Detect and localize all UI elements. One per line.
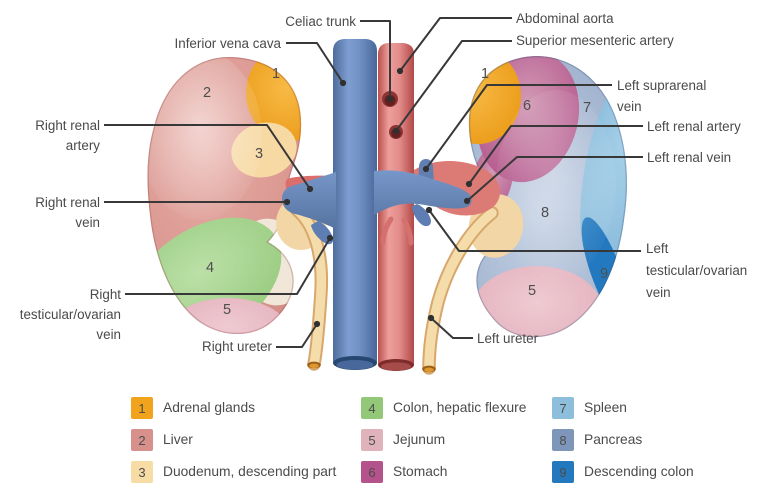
callout-dot — [392, 127, 400, 135]
region-number-liver: 2 — [203, 85, 211, 101]
label-abdominal-aorta: Abdominal aorta — [516, 11, 614, 26]
region-number-duodenum: 3 — [255, 146, 263, 162]
leader-lines — [104, 17, 643, 348]
label-left-testicular-ovarian-vein: testicular/ovarian — [646, 263, 747, 278]
callout-dot — [283, 198, 291, 206]
label-left-testicular-ovarian-vein: vein — [646, 285, 671, 300]
callout-dot — [463, 197, 471, 205]
label-right-renal-artery: artery — [66, 138, 101, 153]
label-left-suprarenal-vein: Left suprarenal — [617, 78, 706, 93]
label-right-renal-vein: vein — [75, 215, 100, 230]
right-ureter — [290, 203, 329, 371]
callout-dot — [306, 185, 314, 193]
callout-dot — [339, 79, 347, 87]
region-number-colon-flexure: 4 — [206, 260, 214, 276]
region-number-stomach: 6 — [523, 98, 531, 114]
label-right-renal-vein: Right renal — [35, 195, 100, 210]
region-number-adrenal-left: 1 — [481, 66, 489, 82]
left-ureter — [422, 206, 499, 375]
label-right-testicular-ovarian-vein: testicular/ovarian — [20, 307, 121, 322]
gonadal-artery-stub — [380, 216, 394, 245]
left-testicular-ovarian-vein — [412, 204, 431, 227]
label-right-testicular-ovarian-vein: vein — [96, 327, 121, 342]
label-left-renal-artery: Left renal artery — [647, 119, 741, 134]
callout-dot — [396, 67, 404, 75]
region-number-descending-colon: 9 — [600, 266, 608, 282]
gonadal-artery-stub — [401, 217, 414, 246]
label-right-testicular-ovarian-vein: Right — [90, 287, 122, 302]
region-number-pancreas: 8 — [541, 205, 549, 221]
callout-dot — [313, 320, 321, 328]
label-left-suprarenal-vein: vein — [617, 99, 642, 114]
callout-dot — [425, 206, 433, 214]
callout-dot — [386, 95, 394, 103]
callout-dot — [422, 165, 430, 173]
label-superior-mesenteric-artery: Superior mesenteric artery — [516, 33, 674, 48]
label-celiac-trunk: Celiac trunk — [285, 14, 356, 29]
region-number-adrenal-right: 1 — [272, 66, 280, 82]
label-inferior-vena-cava: Inferior vena cava — [175, 36, 282, 51]
left-renal-vein — [374, 170, 472, 215]
label-right-ureter: Right ureter — [202, 339, 273, 354]
region-number-jejunum-right: 5 — [223, 302, 231, 318]
region-number-spleen: 7 — [583, 100, 591, 116]
region-number-jejunum-left: 5 — [528, 283, 536, 299]
callout-dot — [427, 314, 435, 322]
label-left-ureter: Left ureter — [477, 331, 539, 346]
callout-dot — [465, 180, 473, 188]
right-renal-vein — [282, 172, 336, 229]
label-left-renal-vein: Left renal vein — [647, 150, 731, 165]
callout-dot — [326, 234, 334, 242]
label-right-renal-artery: Right renal — [35, 118, 100, 133]
inferior-vena-cava — [333, 39, 377, 370]
label-left-testicular-ovarian-vein: Left — [646, 241, 669, 256]
